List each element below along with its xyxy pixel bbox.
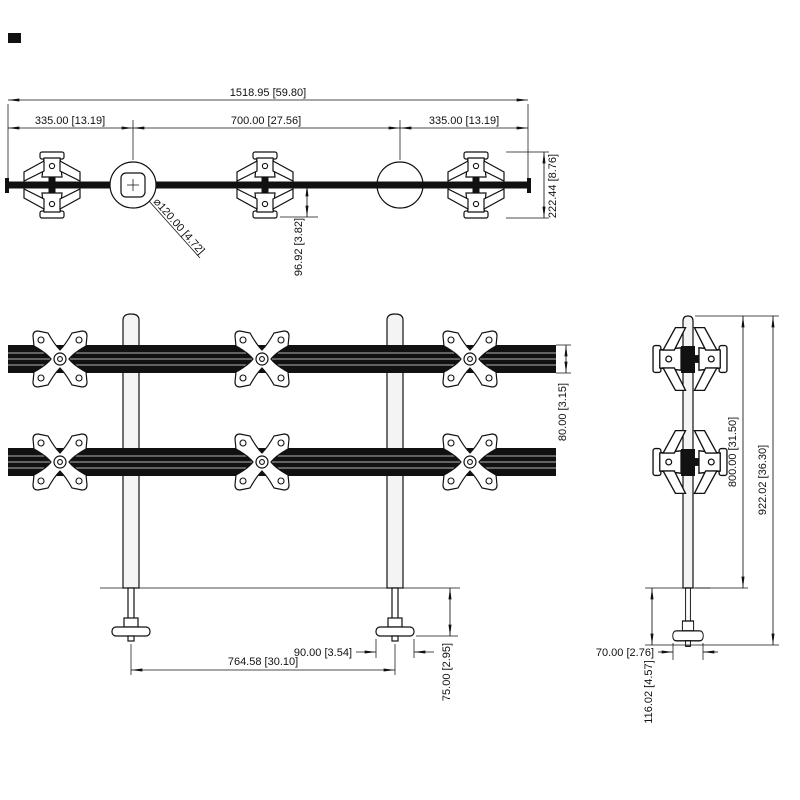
dim-center-span: 700.00 [27.56] <box>231 115 301 127</box>
dim-pole-diameter: ⌀120.00 [4.72] <box>151 196 207 257</box>
desk-clamp-right <box>375 587 415 642</box>
dim-foot-width: 70.00 [2.76] <box>596 647 654 659</box>
rail-end-cap-left <box>5 178 9 193</box>
desk-clamp-left <box>111 587 151 642</box>
dim-clamp-depth: 116.02 [4.57] <box>643 660 655 723</box>
dim-pole-height: 800.00 [31.50] <box>727 417 739 487</box>
diameter-leader-line <box>148 200 201 259</box>
dim-left-offset: 335.00 [13.19] <box>35 115 105 127</box>
dim-clamp-height: 75.00 [2.95] <box>441 643 453 701</box>
dim-overall-width: 1518.95 [59.80] <box>230 87 306 99</box>
corner-mark <box>8 33 21 43</box>
dim-pole-spacing: 764.58 [30.10] <box>228 656 298 668</box>
side-view: 800.00 [31.50] 922.02 [36.30] 70.00 [2.7… <box>596 315 779 724</box>
dim-clamp-width: 90.00 [3.54] <box>294 647 352 659</box>
dim-mount-offset: 96.92 [3.82] <box>293 218 305 276</box>
front-view: 80.00 [3.15] 764.58 [30.10] 90.00 [3.54]… <box>8 313 571 701</box>
dim-rail-height: 80.00 [3.15] <box>557 383 569 441</box>
desk-clamp-side <box>672 587 704 647</box>
dim-right-offset: 335.00 [13.19] <box>429 115 499 127</box>
top-view: 1518.95 [59.80] 335.00 [13.19] 700.00 [2… <box>5 87 559 276</box>
dim-overall-height: 922.02 [36.30] <box>757 445 769 515</box>
dim-depth: 222.44 [8.76] <box>547 154 559 218</box>
rail-end-cap-right <box>527 178 531 193</box>
